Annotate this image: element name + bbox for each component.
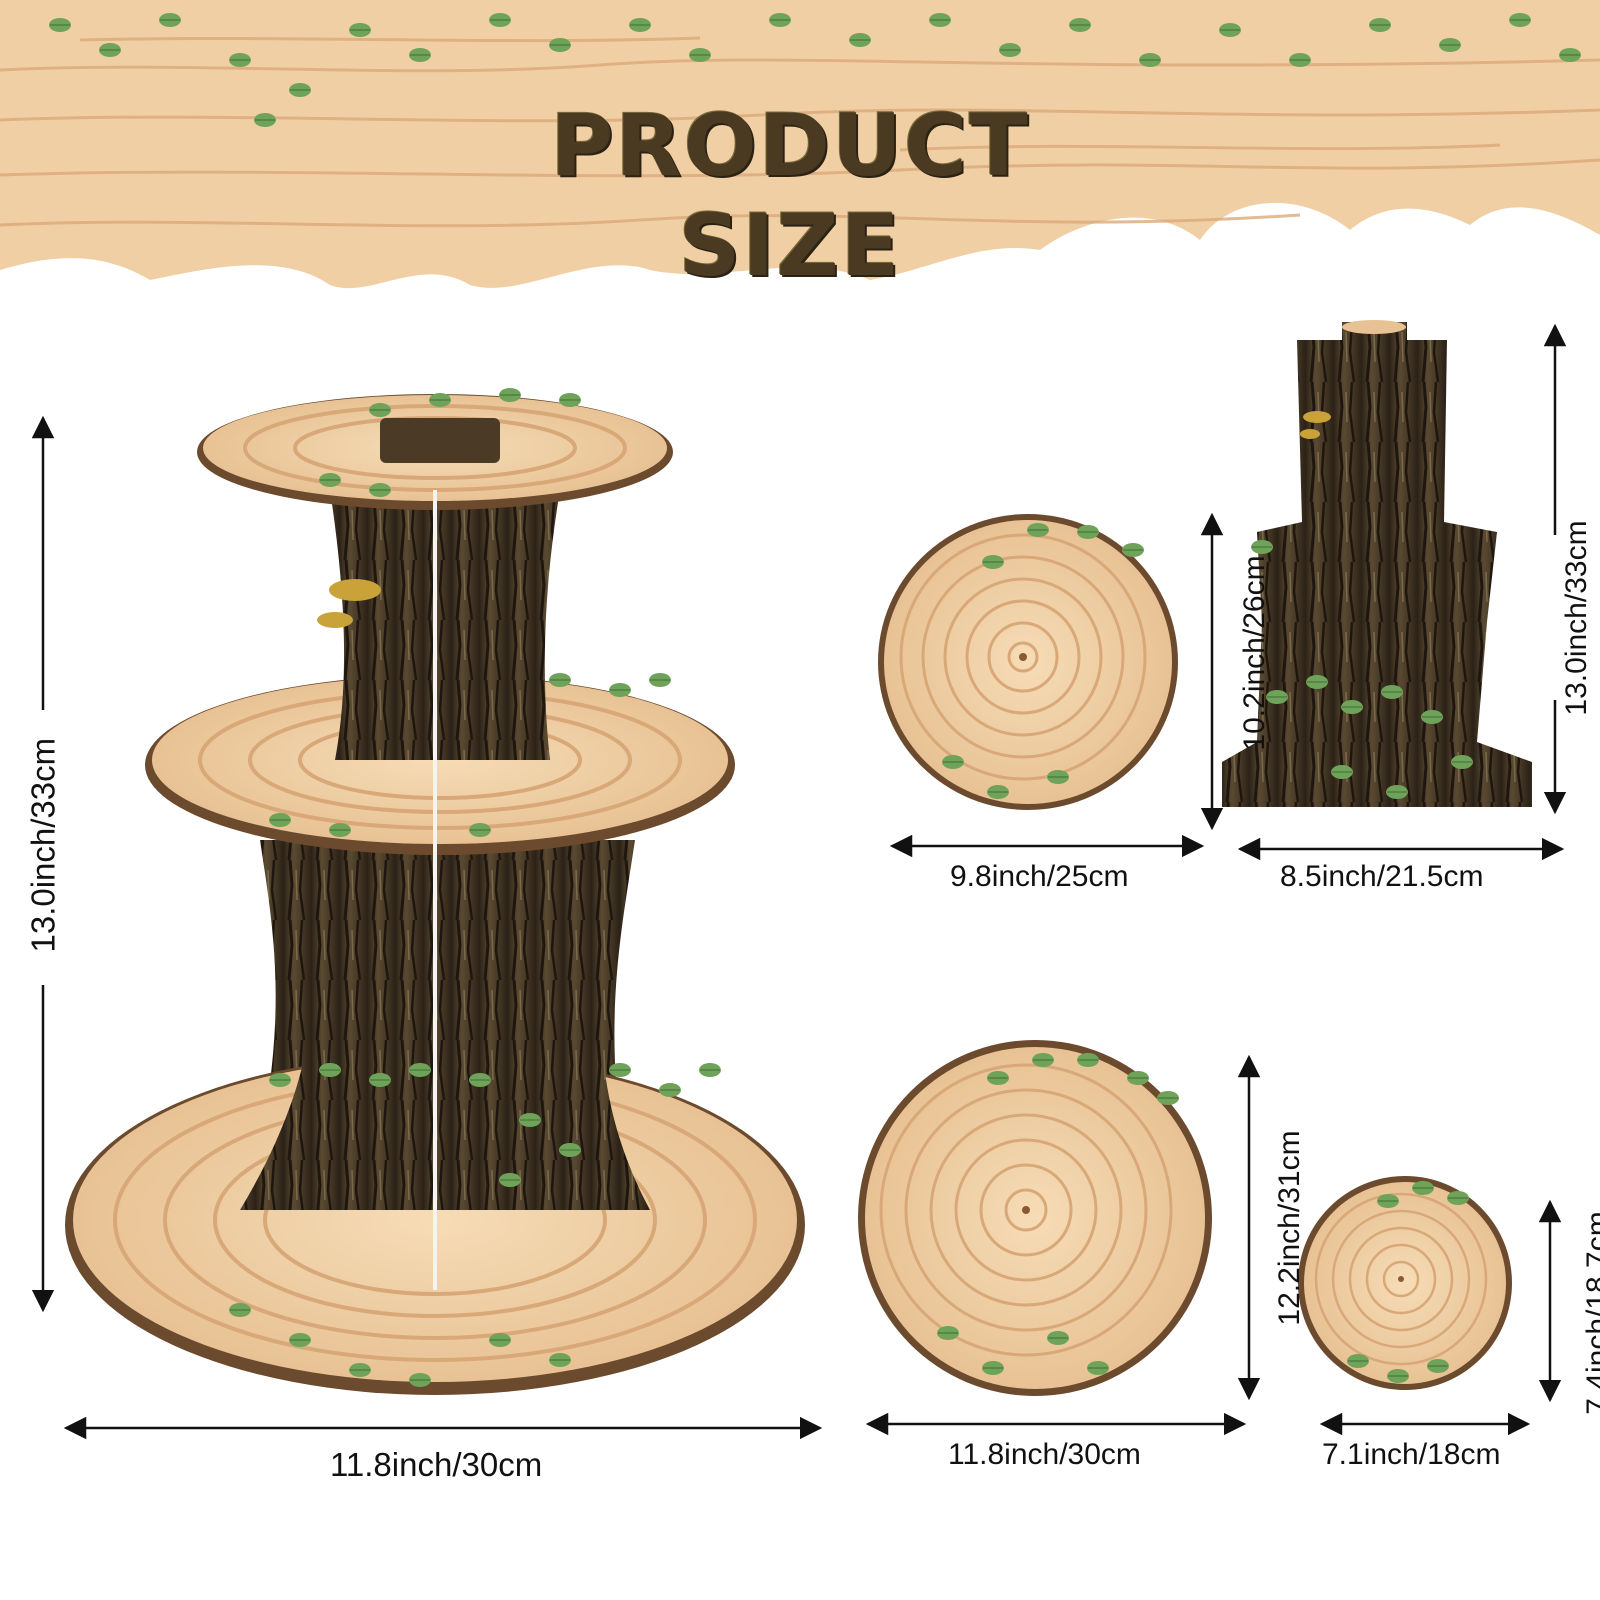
large-disc-height-label: 12.2inch/31cm (1273, 1130, 1306, 1326)
small-disc-height-label: 7.4inch/18.7cm (1581, 1211, 1600, 1415)
small-disc-width-label: 7.1inch/18cm (1322, 1438, 1501, 1471)
mushroom-icon (1300, 411, 1331, 439)
bottom-tier-disc (858, 1040, 1212, 1396)
three-tier-stand (65, 387, 805, 1395)
trunk-width-label: 8.5inch/21.5cm (1280, 860, 1484, 893)
wood-banner (0, 0, 1600, 289)
mushroom-icon (317, 579, 381, 628)
top-disc-height-label: 10.2inch/26cm (1238, 555, 1271, 751)
large-disc-width-label: 11.8inch/30cm (948, 1438, 1141, 1471)
small-disc (1298, 1176, 1512, 1390)
trunk-height-label: 13.0inch/33cm (1560, 520, 1593, 716)
tree-trunk-piece (1222, 320, 1532, 807)
top-disc-width-label: 9.8inch/25cm (950, 860, 1129, 893)
top-tier-disc (878, 514, 1178, 810)
stand-height-label: 13.0inch/33cm (24, 737, 62, 953)
banner-title: PRODUCT SIZE (550, 96, 1030, 296)
stand-width-label: 11.8inch/30cm (330, 1446, 543, 1483)
